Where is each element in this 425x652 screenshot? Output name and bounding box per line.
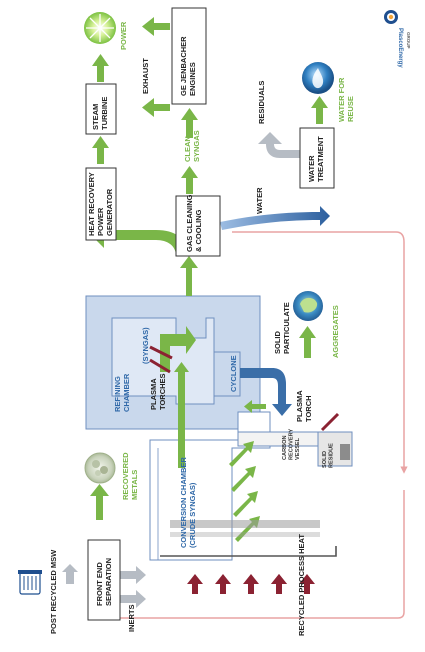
label-plasma-torch-line-2: TORCH: [304, 395, 313, 422]
label-carbon-recovery-vessel-line-1: CARBON: [282, 435, 288, 460]
slag-line: [160, 546, 337, 557]
recycled-heat-loop-lower: [118, 490, 405, 619]
label-cyclone: CYCLONE: [229, 355, 238, 392]
label-syngas: (SYNGAS): [141, 327, 150, 364]
label-inerts-line-1: INERTS: [127, 604, 136, 632]
label-solid-residue-line-1: SOLID: [322, 451, 328, 468]
carbon-recovery-vessel: [237, 431, 353, 467]
label-power-line-1: POWER: [119, 21, 128, 50]
water-flow: [220, 206, 330, 230]
label-gas-cleaning-line-2: & COOLING: [194, 209, 203, 252]
label-water-treatment-line-2: TREATMENT: [316, 136, 325, 182]
ge-jenbacher-box: [171, 7, 207, 105]
water-treatment-box: [299, 127, 335, 189]
label-plasma-torches-line-2: TORCHES: [158, 373, 167, 410]
label-exhaust: EXHAUST: [141, 58, 150, 94]
steam-turbine-box: [85, 83, 117, 135]
label-ge-jenbacher-line-1: GE JENBACHER: [179, 36, 188, 96]
power-burst-icon: [84, 12, 116, 44]
label-clean-syngas-line-2: SYNGAS: [192, 130, 201, 162]
label-front-end-separation-line-1: FRONT END: [95, 562, 104, 606]
label-conversion-chamber: CONVERSION CHAMBER(CRUDE SYNGAS): [179, 457, 197, 548]
label-steam-turbine-line-2: TURBINE: [100, 97, 109, 130]
residuals-flow: [258, 132, 300, 158]
label-solid-particulate-line-1: SOLID: [273, 330, 282, 354]
label-aggregates: AGGREGATES: [331, 305, 340, 358]
label-heat-recovery-line-2: POWER: [96, 207, 105, 236]
label-recycled-process-heat: RECYCLED PROCESS HEAT: [297, 534, 306, 636]
recycled-heat-loop: [232, 231, 408, 474]
water-drop-icon: [302, 62, 334, 94]
heat-recovery-box: [85, 167, 117, 241]
label-residuals-line-1: RESIDUALS: [257, 81, 266, 124]
label-recycled-process-heat-line-1: RECYCLED PROCESS HEAT: [297, 534, 306, 636]
label-post-recycled-msw-line-1: POST RECYCLED MSW: [49, 549, 58, 634]
label-solid-residue-line-2: RESIDUE: [329, 443, 335, 468]
aggregates-icon: [293, 291, 323, 321]
label-water-treatment-line-1: WATER: [307, 155, 316, 182]
label-water-for-reuse-line-1: WATER FOR: [337, 77, 346, 122]
label-residuals: RESIDUALS: [257, 81, 266, 124]
recycled-heat-arrows: [149, 345, 340, 594]
label-steam-turbine-line-1: STEAM: [91, 104, 100, 130]
conversion-hearth: [170, 520, 320, 528]
label-conversion-chamber-line-1: CONVERSION CHAMBER: [179, 457, 188, 548]
label-heat-recovery-line-3: GENERATOR: [105, 188, 114, 236]
label-inerts: INERTS: [127, 604, 136, 632]
label-heat-recovery-line-1: HEAT RECOVERY: [87, 172, 96, 236]
label-post-recycled-msw: POST RECYCLED MSW: [49, 549, 58, 634]
label-refining-chamber-line-1: REFINING: [113, 376, 122, 412]
label-ge-jenbacher-line-2: ENGINES: [188, 62, 197, 96]
front-end-separation-box: [87, 539, 121, 621]
bin-icon: [18, 570, 42, 595]
label-clean-syngas-line-1: CLEAN: [183, 136, 192, 162]
label-exhaust-line-1: EXHAUST: [141, 58, 150, 94]
label-plasma-torches-line-1: PLASMA: [149, 378, 158, 410]
label-front-end-separation-line-2: SEPARATION: [104, 558, 113, 606]
label-carbon-recovery-vessel-line-3: VESSEL: [295, 437, 301, 460]
label-cyclone-line-1: CYCLONE: [229, 355, 238, 392]
label-power: POWER: [119, 21, 128, 50]
label-recovered-metals-line-1: RECOVERED: [121, 452, 130, 500]
logo-name: PlascoEnergy: [397, 28, 403, 68]
label-solid-particulate-line-2: PARTICULATE: [282, 302, 291, 354]
metals-icon: [84, 452, 116, 484]
plasco-logo: PlascoEnergy GROUP: [384, 10, 411, 68]
label-plasma-torch-line-1: PLASMA: [295, 390, 304, 422]
label-aggregates-line-1: AGGREGATES: [331, 305, 340, 358]
label-gas-cleaning: GAS CLEANING& COOLING: [185, 194, 203, 252]
label-recovered-metals-line-2: METALS: [130, 470, 139, 500]
plasco-logo-icon: [384, 10, 398, 24]
input-arrows: [62, 564, 146, 608]
label-water-for-reuse-line-2: REUSE: [346, 96, 355, 122]
label-gas-cleaning-line-1: GAS CLEANING: [185, 194, 194, 252]
syngas-flow-arrows: [90, 17, 328, 542]
label-water-line-1: WATER: [255, 187, 264, 214]
solid-particulate-flow: [240, 368, 292, 416]
logo-group: GROUP: [406, 32, 411, 49]
label-syngas-line-1: (SYNGAS): [141, 327, 150, 364]
refining-chamber-block: [85, 295, 261, 430]
label-conversion-chamber-line-2: (CRUDE SYNGAS): [188, 482, 197, 548]
label-carbon-recovery-vessel-line-2: RECOVERY: [289, 429, 295, 460]
gas-cleaning-box: [175, 195, 221, 257]
label-water: WATER: [255, 187, 264, 214]
label-refining-chamber-line-2: CHAMBER: [122, 373, 131, 412]
